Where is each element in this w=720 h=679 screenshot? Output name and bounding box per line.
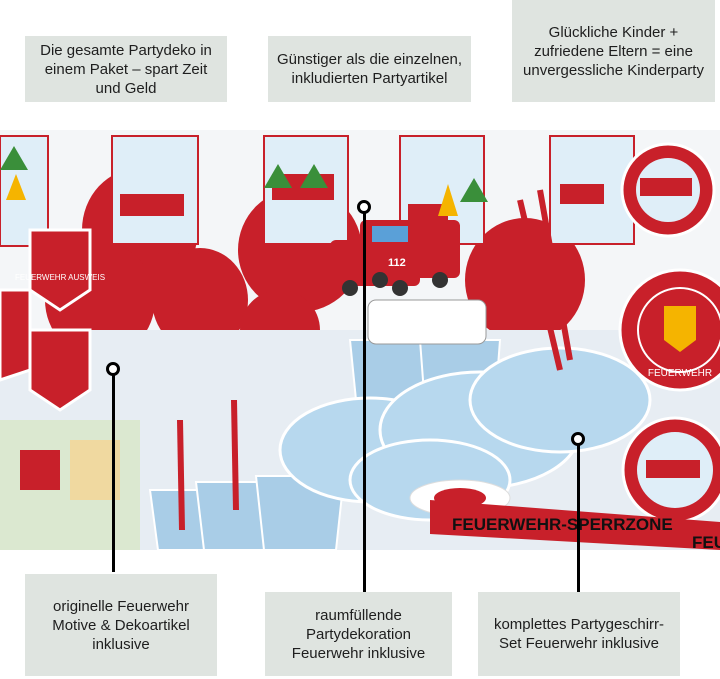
callout-line-decoration (363, 210, 366, 592)
tape-text: FEUERWEHR-SPERRZONE (452, 515, 673, 534)
tape-text-2: FEU (692, 533, 720, 550)
barrier-tape (409, 479, 720, 550)
fire-trucks (330, 220, 460, 296)
caption-text: originelle Feuerwehr Motive & Dekoartike… (52, 597, 190, 653)
caption-box-decoration: raumfüllende Partydekoration Feuerwehr i… (265, 592, 452, 676)
caption-box-all-in-one: Die gesamte Partydeko in einem Paket – s… (25, 36, 227, 102)
caption-box-motives: originelle Feuerwehr Motive & Dekoartike… (25, 574, 217, 676)
badge-label: FEUERWEHR AUSWEIS (15, 273, 105, 282)
caption-box-cheaper: Günstiger als die einzelnen, inkludierte… (268, 36, 471, 102)
callout-dot-decoration (357, 200, 371, 214)
caption-text: raumfüllende Partydekoration Feuerwehr i… (291, 606, 426, 662)
callout-line-motives (112, 370, 115, 572)
emblems (618, 142, 720, 524)
callout-dot-tableware (571, 432, 585, 446)
product-photo: FEUERWEHR AUSWEIS 112 FEUERWEHR (0, 130, 720, 550)
caption-box-tableware: komplettes Partygeschirr-Set Feuerwehr i… (478, 592, 680, 676)
caption-text: Glückliche Kinder + zufriedene Eltern = … (523, 23, 704, 79)
caption-text: Die gesamte Partydeko in einem Paket – s… (40, 41, 212, 97)
caption-text: Günstiger als die einzelnen, inkludierte… (276, 51, 463, 87)
callout-line-tableware (577, 440, 580, 592)
caption-text: komplettes Partygeschirr-Set Feuerwehr i… (493, 616, 665, 652)
caption-box-happy-kids: Glückliche Kinder + zufriedene Eltern = … (512, 0, 715, 102)
truck-number: 112 (388, 257, 406, 269)
callout-dot-motives (106, 362, 120, 376)
emblem-label: FEUERWEHR (648, 368, 712, 379)
badges (0, 228, 92, 412)
